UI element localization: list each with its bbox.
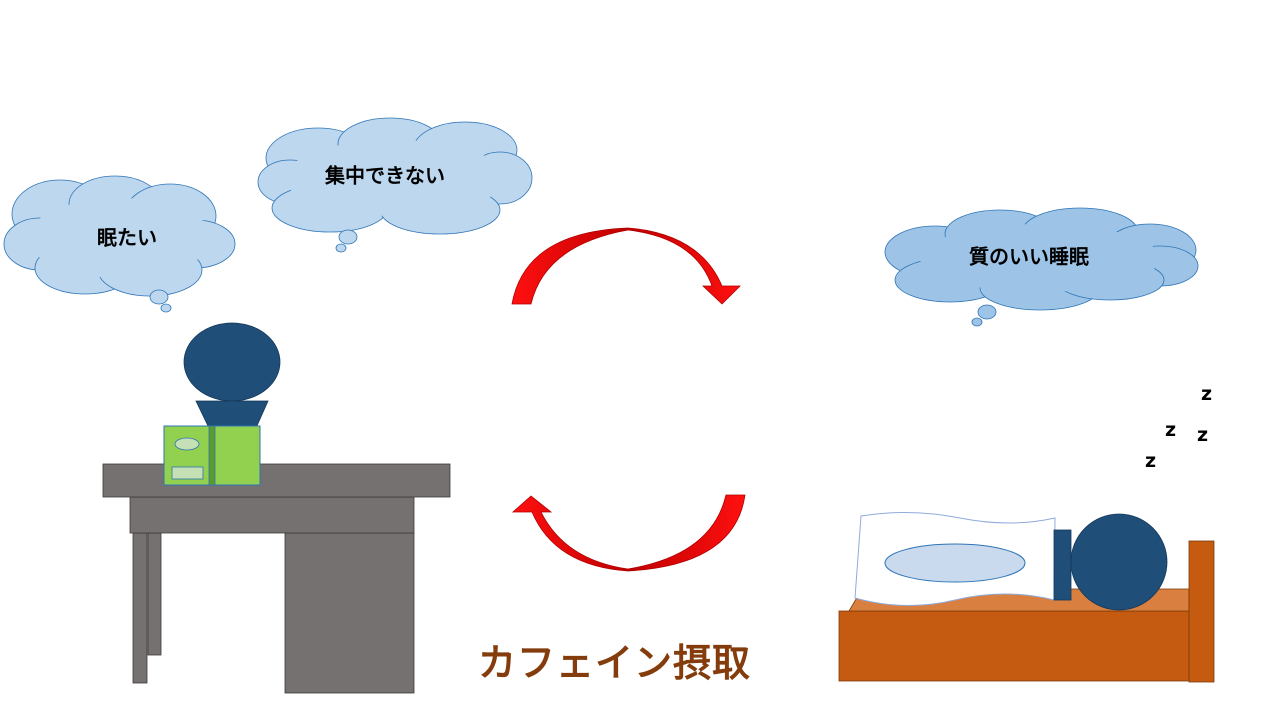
- studying-person: [183, 322, 281, 429]
- sleep-mark: z: [1201, 383, 1213, 405]
- open-book: [163, 425, 261, 486]
- bubble-text-unfocused: 集中できない: [325, 163, 445, 188]
- thought-bubble-sleepy: [3, 175, 236, 313]
- person-body: [195, 400, 269, 429]
- person-head: [183, 322, 281, 402]
- sleep-mark: z: [1165, 419, 1177, 441]
- sleep-mark: z: [1145, 450, 1157, 472]
- bubble-text-good-sleep: 質のいい睡眠: [969, 244, 1089, 269]
- thought-bubble-unfocused: [257, 117, 533, 253]
- bubble-text-sleepy: 眠たい: [97, 225, 157, 250]
- cycle-arrow-top: [511, 227, 741, 305]
- caffeine-intake-caption: カフェイン摂取: [478, 641, 752, 685]
- desk: [102, 463, 451, 694]
- sleep-mark: z: [1197, 424, 1209, 446]
- sleeping-person-head: [1070, 513, 1168, 611]
- blanket: [854, 511, 1072, 607]
- cycle-arrow-bottom: [511, 494, 746, 572]
- thought-bubble-good-sleep: [884, 207, 1199, 327]
